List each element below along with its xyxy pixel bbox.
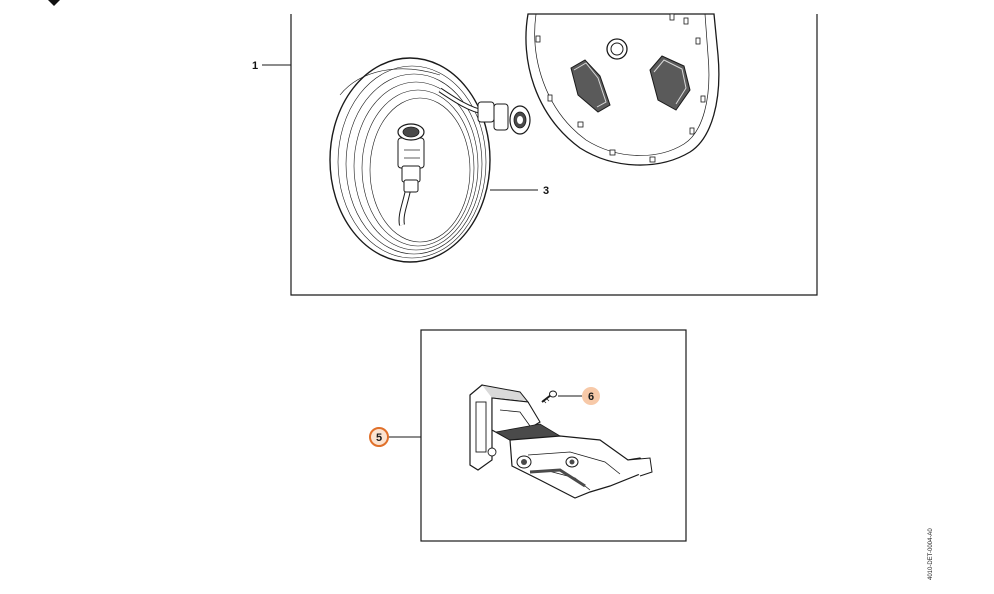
- hose-reel-disc[interactable]: [525, 13, 720, 166]
- screw[interactable]: [541, 390, 557, 404]
- callout-6-badge: [582, 387, 600, 405]
- callout-3[interactable]: 3: [490, 185, 549, 197]
- callout-6-label: 6: [588, 391, 594, 403]
- lower-assembly-frame: [420, 329, 687, 542]
- callout-3-label: 3: [543, 185, 549, 197]
- callout-5[interactable]: 5: [369, 427, 421, 447]
- upper-assembly-frame: [290, 14, 818, 296]
- callout-6[interactable]: 6: [558, 387, 600, 405]
- callout-5-badge: [369, 427, 389, 447]
- callout-1-label: 1: [252, 60, 258, 72]
- callout-1[interactable]: 1: [252, 60, 291, 72]
- wall-bracket[interactable]: [469, 384, 653, 499]
- corner-mark: [48, 0, 60, 6]
- callout-5-label: 5: [376, 432, 382, 444]
- drawing-reference-code: 4010-DET-0004-A0: [928, 528, 934, 580]
- coiled-hose-with-coupling[interactable]: [329, 57, 531, 263]
